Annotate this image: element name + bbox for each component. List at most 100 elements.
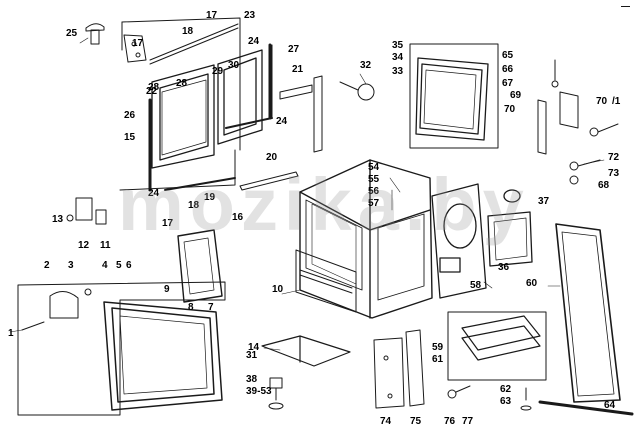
corner-mark: — (621, 1, 630, 11)
part-number-label: 36 (498, 262, 510, 273)
part-number-label: 3 (68, 260, 74, 271)
knob-27 (85, 23, 105, 45)
part-number-label: 74 (380, 416, 392, 427)
bracket-78 (405, 329, 425, 407)
glass-63 (555, 223, 621, 403)
part-number-label: 28 (176, 78, 188, 89)
part-number-label: 57 (368, 198, 380, 209)
part-number-label: 33 (392, 66, 404, 77)
part-number-label: 17 (206, 10, 218, 21)
part-number-label: 9 (164, 284, 170, 295)
bracket-17 (123, 34, 147, 63)
window-39-53 (487, 189, 533, 267)
part-number-label: 24 (276, 116, 288, 127)
part-number-label: 62 (500, 384, 512, 395)
part-number-label: 66 (502, 64, 514, 75)
part-number-label: 65 (502, 50, 514, 61)
part-number-label: 29 (212, 66, 224, 77)
part-number-label: 64 (604, 400, 616, 411)
part-number-label: 35 (392, 40, 404, 51)
part-number-label: 23 (244, 10, 256, 21)
part-number-label: 24 (248, 36, 260, 47)
part-number-label: 22 (146, 86, 158, 97)
part-number-label: 16 (232, 212, 244, 223)
part-number-label: 12 (78, 240, 90, 251)
part-number-label: 25 (66, 28, 78, 39)
part-number-label: 68 (598, 180, 610, 191)
part-number-label: 54 (368, 162, 380, 173)
group-frame-right-door (409, 43, 499, 149)
part-number-label: 18 (188, 200, 200, 211)
part-number-label: 10 (272, 284, 284, 295)
latch-11-13 (66, 197, 107, 225)
part-number-label: 7 (208, 302, 214, 313)
part-number-label: 75 (410, 416, 422, 427)
part-number-label: 26 (124, 110, 136, 121)
door-36-38 (415, 57, 489, 141)
part-number-label: 20 (266, 152, 278, 163)
door-61 (431, 183, 487, 299)
part-number-label: 13 (52, 214, 64, 225)
part-number-label: 63 (500, 396, 512, 407)
panel-10 (295, 249, 357, 313)
cab-body (299, 159, 433, 319)
part-number-label: 8 (188, 302, 194, 313)
plate-77 (373, 337, 405, 409)
part-number-label: 19 (204, 192, 216, 203)
panel-14 (261, 335, 351, 367)
part-number-label: 39-53 (246, 386, 272, 397)
part-number-label: 69 (510, 90, 522, 101)
group-frame-left-door (17, 281, 226, 416)
part-number-label: 21 (292, 64, 304, 75)
door-7-9 (177, 229, 223, 303)
part-number-label: 27 (288, 44, 300, 55)
part-number-label: 17 (132, 38, 144, 49)
part-number-label: 15 (124, 132, 136, 143)
part-number-label: 70 (504, 104, 516, 115)
part-number-label: 72 (608, 152, 620, 163)
part-number-label: 55 (368, 174, 380, 185)
part-number-label: 11 (100, 240, 111, 251)
part-number-label: 38 (246, 374, 258, 385)
part-number-label: /1 (612, 96, 621, 107)
bolt-73-74 (589, 123, 619, 137)
part-number-label: 1 (8, 328, 14, 339)
part-number-label: 73 (608, 168, 620, 179)
part-number-label: 70 (596, 96, 608, 107)
part-number-label: 17 (162, 218, 174, 229)
part-number-label: 34 (392, 52, 404, 63)
part-number-label: 37 (538, 196, 550, 207)
group-frame-upper-left (119, 17, 241, 191)
part-number-label: 24 (148, 188, 160, 199)
rail-18 (149, 23, 239, 65)
bolt-65-66 (520, 387, 532, 411)
part-number-label: 77 (462, 416, 474, 427)
part-number-label: 18 (182, 26, 194, 37)
plate-62-64 (461, 315, 541, 361)
part-number-label: 61 (432, 354, 444, 365)
part-number-label: 31 (246, 350, 258, 361)
part-number-label: 67 (502, 78, 514, 89)
part-number-label: 30 (228, 60, 240, 71)
part-number-label: 32 (360, 60, 372, 71)
part-number-label: 28 (148, 82, 160, 93)
group-frame-window (447, 311, 547, 381)
part-number-label: 6 (126, 260, 132, 271)
part-number-label: 56 (368, 186, 380, 197)
part-number-label: 5 (116, 260, 122, 271)
part-number-label: 58 (470, 280, 482, 291)
part-number-label: 14 (248, 342, 260, 353)
part-number-label: 59 (432, 342, 444, 353)
part-number-label: 76 (444, 416, 456, 427)
hinge-72 (537, 59, 579, 155)
bolt-79-80 (447, 385, 471, 399)
part-number-label: 2 (44, 260, 50, 271)
bolt-34-56 (268, 377, 284, 410)
door-4-6 (103, 301, 223, 411)
watermark: mozika.by (118, 163, 530, 246)
part-number-label: 4 (102, 260, 108, 271)
knob-35 (339, 81, 375, 101)
frame-upper-right (217, 49, 263, 145)
